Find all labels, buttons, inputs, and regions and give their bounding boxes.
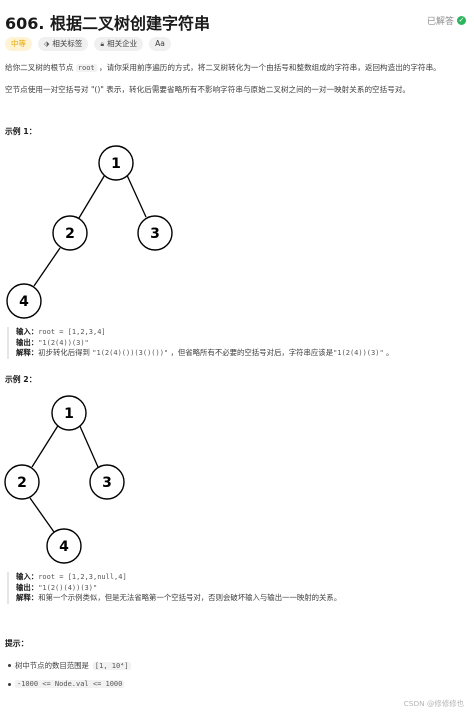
solved-status: 已解答 ✓ — [427, 14, 466, 27]
tree-node — [137, 215, 173, 251]
example-1-output: 输出："1(2(4))(3)" — [16, 338, 393, 349]
tree-node-label: 2 — [65, 226, 75, 242]
example-2-input: 输入：root = [1,2,3,null,4] — [16, 572, 341, 583]
desc1-text-b: ，请你采用前序遍历的方式，将二叉树转化为一个由括号和整数组成的字符串，返回构造出… — [96, 63, 441, 72]
explain-text-c: 。 — [383, 348, 394, 357]
related-tags-button[interactable]: ⬗ 相关标签 — [38, 37, 89, 51]
description-paragraph-1: 给你二叉树的根节点 root ，请你采用前序遍历的方式，将二叉树转化为一个由括号… — [5, 62, 441, 74]
example-1-tree: 1 2 3 4 — [0, 140, 200, 322]
explain-code-1: "1(2(4)())(3()())" — [92, 349, 169, 357]
tree-node-label: 3 — [102, 475, 112, 491]
bullet-dot — [8, 664, 11, 667]
input-value: root = [1,2,3,4] — [38, 328, 106, 336]
watermark: CSDN @修修修也 — [403, 699, 464, 708]
tree-node-label: 4 — [59, 539, 69, 555]
tree-edge — [125, 172, 147, 218]
desc1-text-a: 给你二叉树的根节点 — [5, 63, 76, 72]
problem-title: 606. 根据二叉树创建字符串 — [5, 14, 211, 33]
tree-node-label: 4 — [19, 294, 29, 310]
constraint-code: [1, 10⁴] — [92, 661, 131, 670]
output-value: "1(2(4))(3)" — [38, 338, 89, 347]
output-label: 输出： — [16, 582, 39, 592]
explain-text-b: ，但省略所有不必要的空括号对后，字符串应该是 — [168, 348, 334, 357]
tree-edge — [29, 497, 55, 533]
example-2-tree: 1 2 3 4 — [0, 390, 150, 568]
explain-text: 和第一个示例类似，但是无法省略第一个空括号对，否则会破坏输入与输出一一映射的关系… — [38, 593, 342, 602]
example-1-io: 输入：root = [1,2,3,4] 输出："1(2(4))(3)" 解释：初… — [7, 327, 393, 359]
tag-icon: ⬗ — [44, 40, 50, 48]
tree-edge — [78, 172, 107, 219]
tree-edge — [78, 423, 99, 468]
constraints-heading: 提示： — [5, 639, 29, 648]
related-companies-button[interactable]: 🔒︎ 相关企业 — [94, 37, 144, 51]
check-circle-icon: ✓ — [457, 16, 466, 25]
tree-node — [52, 215, 88, 251]
explain-label: 解释： — [16, 593, 39, 602]
example-1-input: 输入：root = [1,2,3,4] — [16, 327, 393, 338]
related-companies-label: 相关企业 — [107, 39, 138, 48]
input-label: 输入： — [16, 327, 39, 336]
example-1-explanation: 解释：初步转化后得到 "1(2(4)())(3()())" ，但省略所有不必要的… — [16, 348, 393, 359]
tree-node-label: 3 — [150, 226, 160, 242]
example-2-output: 输出："1(2()(4))(3)" — [16, 583, 341, 594]
desc1-code: root — [75, 64, 97, 72]
tag-bar: 中等 ⬗ 相关标签 🔒︎ 相关企业 Aa — [5, 37, 171, 51]
tree-node — [98, 145, 134, 181]
solved-label: 已解答 — [426, 17, 454, 27]
tree-edge — [33, 247, 61, 287]
explain-code-2: "1(2(4))(3)" — [333, 349, 384, 357]
tree-node — [6, 283, 42, 319]
tree-node-label: 1 — [111, 156, 121, 172]
input-label: 输入： — [16, 572, 39, 581]
difficulty-badge: 中等 — [5, 37, 32, 51]
constraint-text: 树中节点的数目范围是 — [15, 661, 89, 670]
lock-icon: 🔒︎ — [100, 40, 105, 48]
difficulty-label: 中等 — [11, 39, 26, 48]
example-2-explanation: 解释：和第一个示例类似，但是无法省略第一个空括号对，否则会破坏输入与输出一一映射… — [16, 593, 341, 604]
related-tags-label: 相关标签 — [52, 39, 83, 48]
constraint-code: -1000 <= Node.val <= 1000 — [15, 680, 125, 688]
tree-node — [51, 395, 87, 431]
explain-text-a: 初步转化后得到 — [38, 348, 93, 357]
tree-node — [46, 528, 82, 564]
tree-node-label: 1 — [64, 406, 74, 422]
example-2-heading: 示例 2： — [5, 375, 37, 384]
output-label: 输出： — [16, 337, 39, 347]
bullet-dot — [8, 682, 11, 686]
example-2-io: 输入：root = [1,2,3,null,4] 输出："1(2()(4))(3… — [7, 572, 341, 604]
example-1-heading: 示例 1： — [5, 127, 37, 136]
tree-edge — [31, 423, 60, 468]
output-value: "1(2()(4))(3)" — [38, 583, 98, 592]
tree-node — [89, 464, 125, 500]
description-paragraph-2: 空节点使用一对空括号对 "()" 表示，转化后需要省略所有不影响字符串与原始二叉… — [5, 85, 411, 94]
font-size-button[interactable]: Aa — [149, 37, 171, 51]
explain-label: 解释： — [16, 348, 39, 357]
tree-node — [4, 464, 40, 500]
tree-node-label: 2 — [17, 475, 27, 491]
input-value: root = [1,2,3,null,4] — [38, 573, 127, 581]
font-size-label: Aa — [155, 39, 165, 48]
constraint-item: -1000 <= Node.val <= 1000 — [8, 680, 125, 688]
constraint-item: 树中节点的数目范围是 [1, 10⁴] — [8, 660, 131, 671]
